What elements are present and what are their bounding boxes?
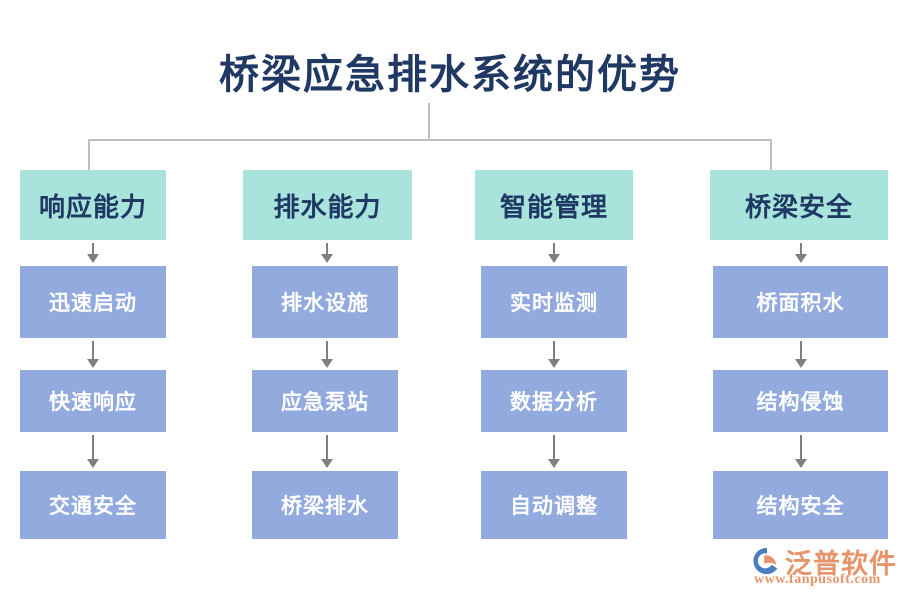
column-header-3[interactable]: 智能管理 (475, 170, 633, 240)
fanpu-logo-icon (753, 547, 778, 575)
column-header-1[interactable]: 响应能力 (20, 170, 166, 240)
brand-name: 泛普软件 (785, 549, 897, 579)
page-title: 桥梁应急排水系统的优势 (219, 52, 681, 97)
column-2-node-3[interactable]: 桥梁排水 (252, 471, 398, 539)
arrow-col1-node1-to-node2 (85, 341, 101, 368)
arrow-col2-header-to-node1 (319, 243, 335, 263)
column-4-node-3[interactable]: 结构安全 (713, 471, 888, 539)
brand-logo[interactable]: 泛普软件 www.fanpusoft.com (752, 544, 896, 590)
column-1-node-1[interactable]: 迅速启动 (20, 266, 166, 338)
connector-bracket-bar (88, 139, 772, 141)
arrow-col4-header-to-node1 (793, 243, 809, 263)
arrow-col4-node1-to-node2 (793, 341, 809, 368)
arrow-col4-node2-to-node3 (793, 435, 809, 468)
column-2-node-2[interactable]: 应急泵站 (252, 370, 398, 432)
column-3-node-2[interactable]: 数据分析 (481, 370, 627, 432)
arrow-col1-node2-to-node3 (85, 435, 101, 468)
column-3-node-1[interactable]: 实时监测 (481, 266, 627, 338)
connector-drop-column-1 (88, 139, 90, 170)
column-4-node-1[interactable]: 桥面积水 (713, 266, 888, 338)
arrow-col2-node1-to-node2 (319, 341, 335, 368)
connector-title-stem (428, 103, 430, 141)
column-header-2[interactable]: 排水能力 (243, 170, 412, 240)
column-3-node-3[interactable]: 自动调整 (481, 471, 627, 539)
arrow-col1-header-to-node1 (85, 243, 101, 263)
arrow-col2-node2-to-node3 (319, 435, 335, 468)
brand-url: www.fanpusoft.com (754, 572, 881, 587)
column-4-node-2[interactable]: 结构侵蚀 (713, 370, 888, 432)
column-1-node-2[interactable]: 快速响应 (20, 370, 166, 432)
arrow-col3-node2-to-node3 (546, 435, 562, 468)
column-2-node-1[interactable]: 排水设施 (252, 266, 398, 338)
connector-drop-column-4 (770, 139, 772, 170)
arrow-col3-node1-to-node2 (546, 341, 562, 368)
column-header-4[interactable]: 桥梁安全 (710, 170, 888, 240)
column-1-node-3[interactable]: 交通安全 (20, 471, 166, 539)
arrow-col3-header-to-node1 (546, 243, 562, 263)
